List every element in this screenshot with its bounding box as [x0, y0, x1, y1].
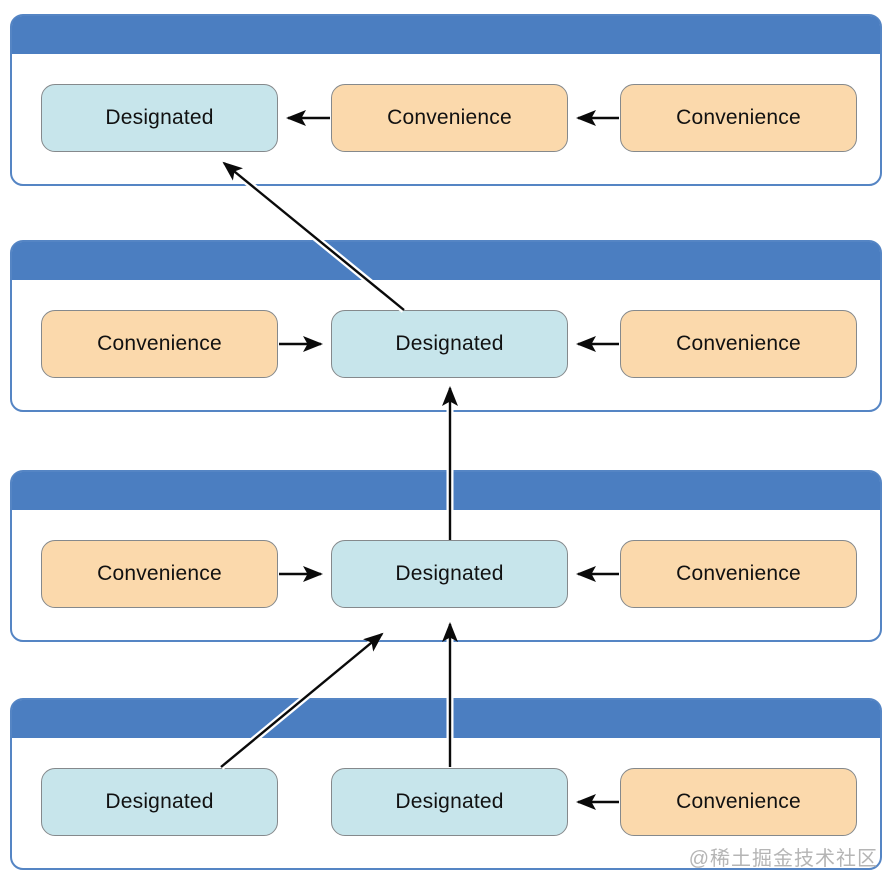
class-container-3: Convenience Designated Convenience: [10, 470, 882, 642]
class-container-2: Convenience Designated Convenience: [10, 240, 882, 412]
convenience-initializer-box: Convenience: [41, 540, 278, 608]
class-header-bar: [12, 242, 880, 280]
convenience-initializer-box: Convenience: [620, 540, 857, 608]
class-header-bar: [12, 700, 880, 738]
designated-initializer-box: Designated: [41, 768, 278, 836]
designated-initializer-box: Designated: [331, 310, 568, 378]
class-header-bar: [12, 472, 880, 510]
convenience-initializer-box: Convenience: [41, 310, 278, 378]
convenience-initializer-box: Convenience: [620, 84, 857, 152]
convenience-initializer-box: Convenience: [331, 84, 568, 152]
convenience-initializer-box: Convenience: [620, 768, 857, 836]
designated-initializer-box: Designated: [41, 84, 278, 152]
convenience-initializer-box: Convenience: [620, 310, 857, 378]
class-header-bar: [12, 16, 880, 54]
juejin-watermark: @稀土掘金技术社区: [688, 848, 878, 870]
designated-initializer-box: Designated: [331, 768, 568, 836]
class-container-1: Designated Convenience Convenience: [10, 14, 882, 186]
designated-initializer-box: Designated: [331, 540, 568, 608]
class-container-4: Designated Designated Convenience: [10, 698, 882, 870]
